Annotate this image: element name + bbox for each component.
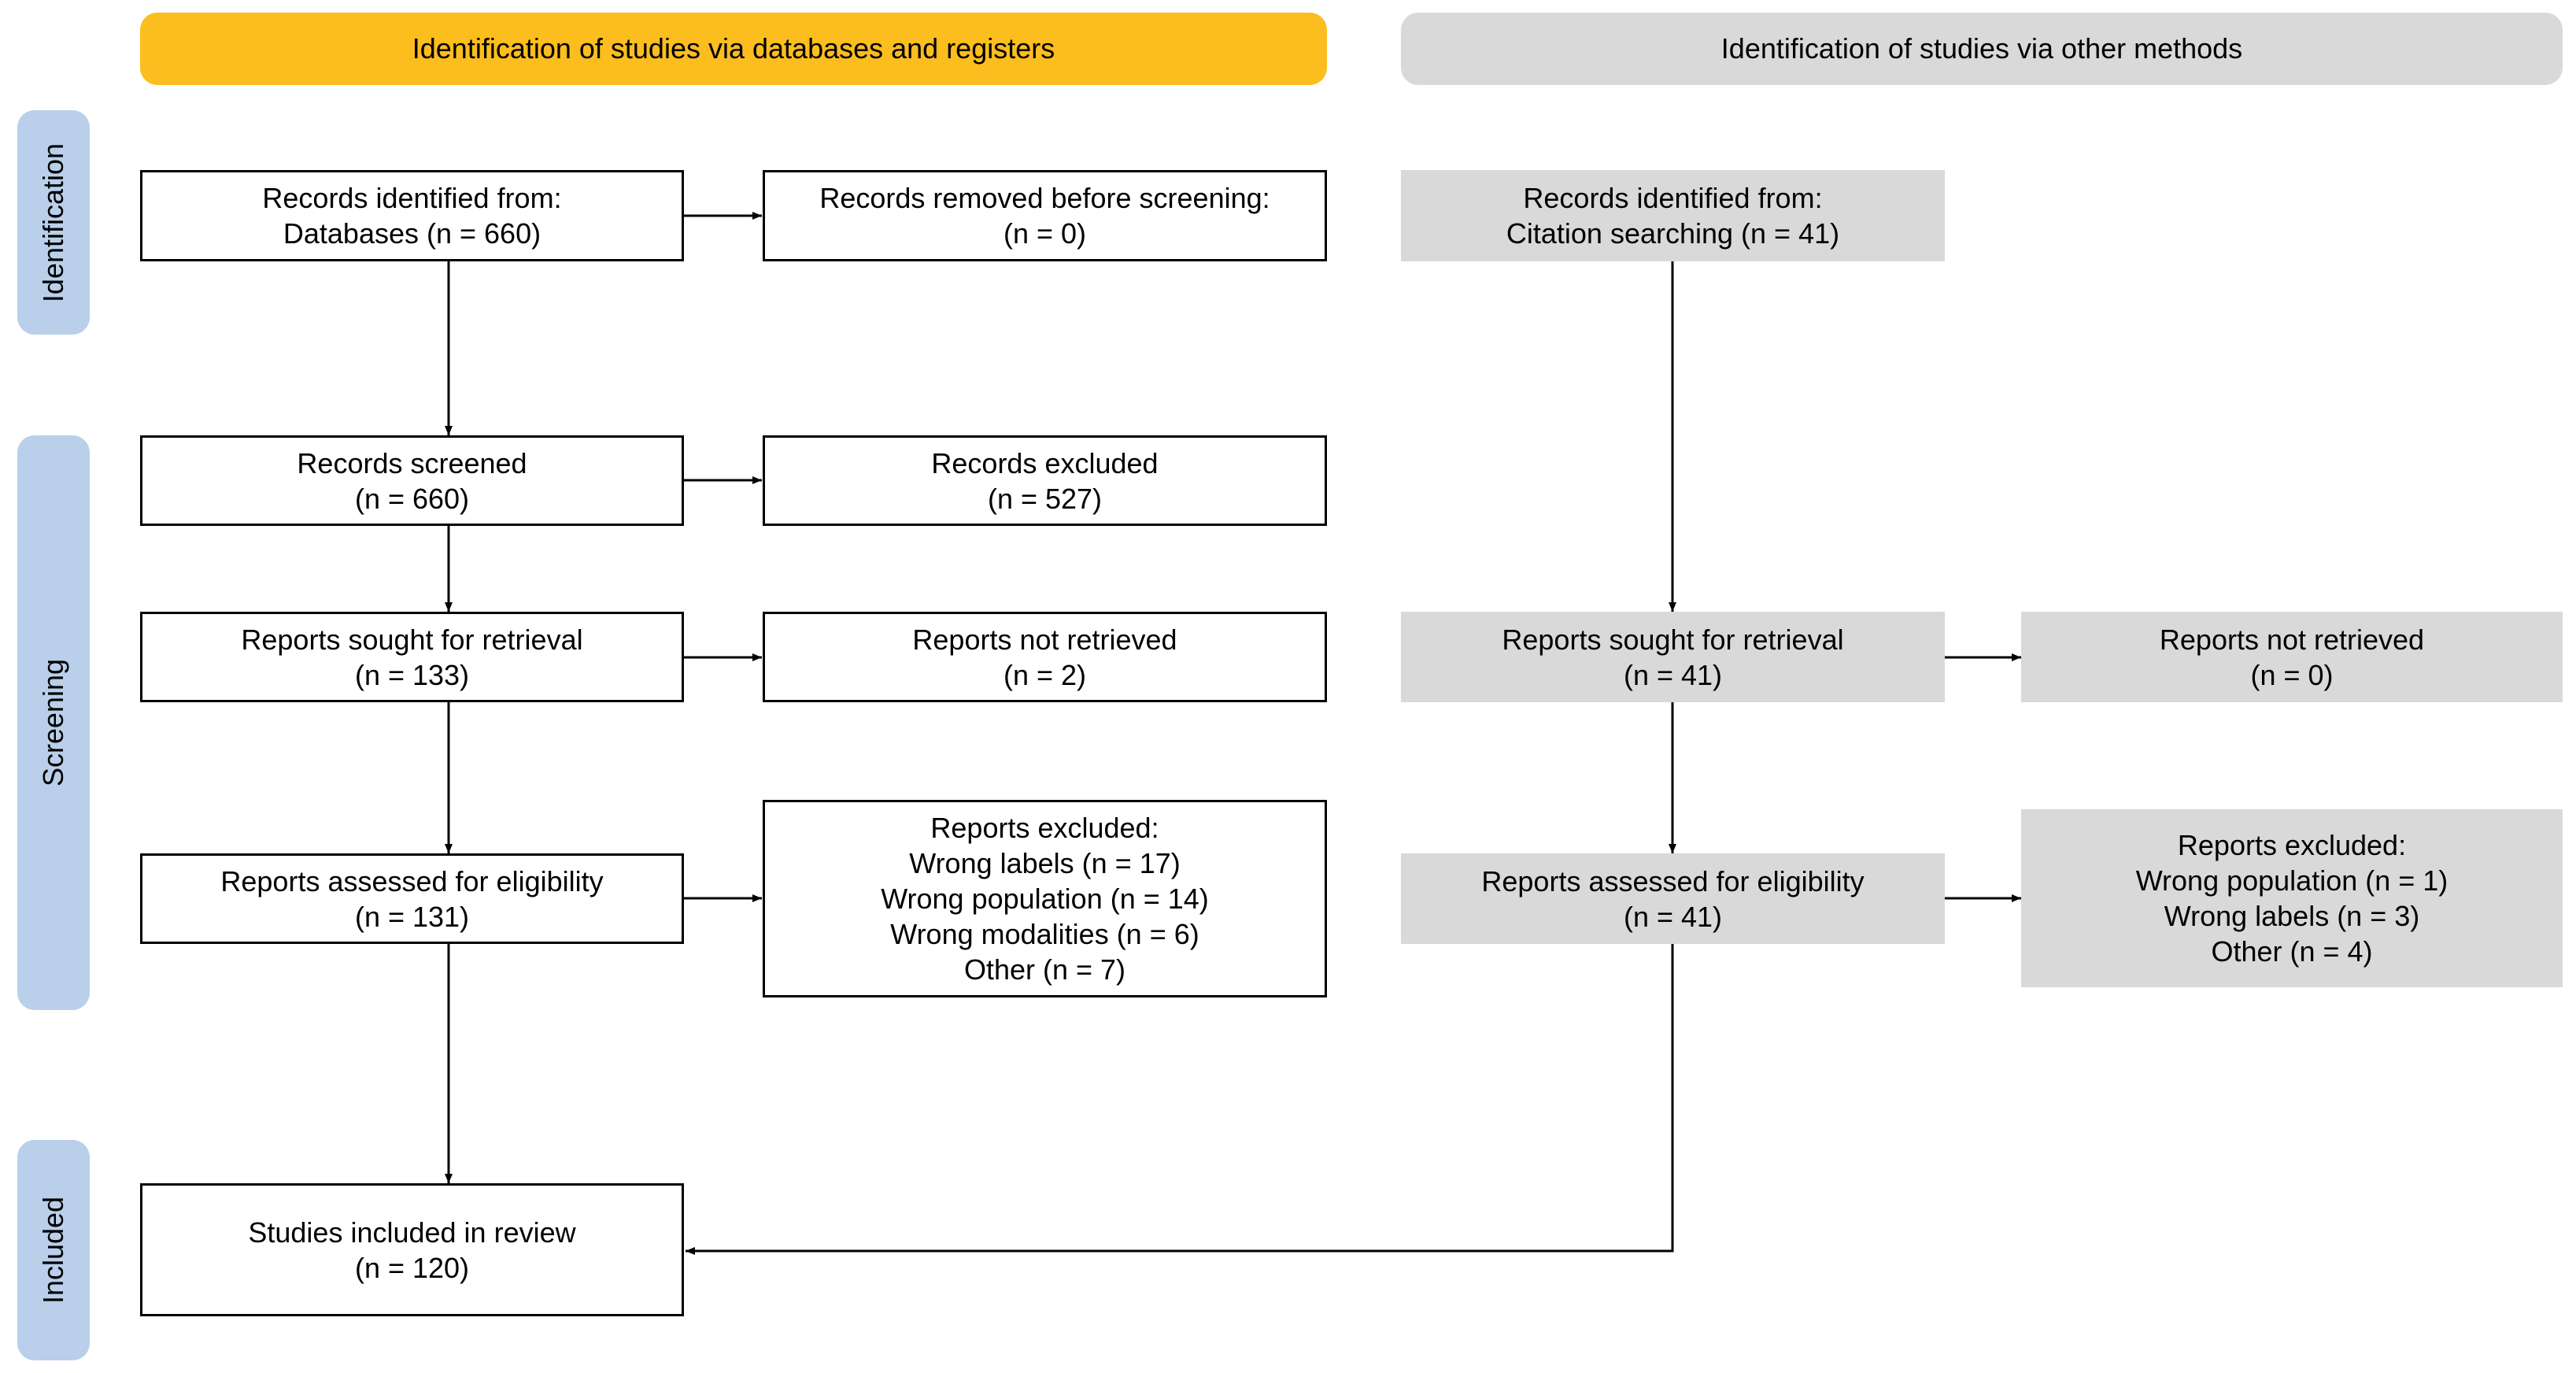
other-methods-column-header-text: Identification of studies via other meth… xyxy=(1720,32,2243,65)
phase-identification: Identification xyxy=(17,110,90,335)
box-count: (n = 41) xyxy=(1623,900,1723,933)
box-count: (n = 0) xyxy=(2250,658,2334,691)
box-title: Reports excluded: xyxy=(930,812,1159,844)
box-line: Records excluded xyxy=(931,446,1159,479)
box-line: Records identified from: xyxy=(262,182,562,214)
phase-included: Included xyxy=(17,1140,90,1360)
phase-included-label: Included xyxy=(37,1196,69,1305)
box-reports-excluded-databases: Reports excluded: Wrong labels (n = 17) … xyxy=(763,800,1327,997)
box-count: Citation searching (n = 41) xyxy=(1506,217,1840,250)
box-line: Reports not retrieved xyxy=(2159,623,2425,656)
box-count: (n = 41) xyxy=(1623,658,1723,691)
box-count: (n = 527) xyxy=(987,482,1103,515)
box-reports-sought-other: Reports sought for retrieval (n = 41) xyxy=(1401,612,1945,702)
databases-column-header-text: Identification of studies via databases … xyxy=(412,32,1055,65)
box-line: Records removed before screening: xyxy=(819,182,1270,214)
phase-screening: Screening xyxy=(17,435,90,1010)
box-line: Records identified from: xyxy=(1523,182,1823,214)
box-line: Records screened xyxy=(297,446,527,479)
box-records-screened: Records screened (n = 660) xyxy=(140,435,684,526)
box-count: (n = 120) xyxy=(354,1251,470,1284)
box-count: Databases (n = 660) xyxy=(283,217,541,250)
box-records-removed: Records removed before screening: (n = 0… xyxy=(763,170,1327,261)
box-records-identified-citation: Records identified from: Citation search… xyxy=(1401,170,1945,261)
box-reports-assessed-databases: Reports assessed for eligibility (n = 13… xyxy=(140,853,684,944)
box-count: (n = 2) xyxy=(1003,658,1087,691)
box-count: (n = 0) xyxy=(1003,217,1087,250)
box-studies-included: Studies included in review (n = 120) xyxy=(140,1183,684,1316)
box-records-identified-databases: Records identified from: Databases (n = … xyxy=(140,170,684,261)
box-reports-excluded-other: Reports excluded: Wrong population (n = … xyxy=(2021,809,2563,987)
databases-column-header: Identification of studies via databases … xyxy=(140,13,1327,85)
exclusion-reason: Other (n = 4) xyxy=(2211,935,2373,968)
box-reports-not-retrieved-databases: Reports not retrieved (n = 2) xyxy=(763,612,1327,702)
exclusion-reason: Wrong modalities (n = 6) xyxy=(890,918,1199,950)
exclusion-reason: Other (n = 7) xyxy=(963,953,1126,986)
box-line: Reports sought for retrieval xyxy=(241,623,583,656)
box-line: Reports assessed for eligibility xyxy=(1481,864,1865,897)
box-title: Reports excluded: xyxy=(2177,829,2407,861)
box-line: Reports assessed for eligibility xyxy=(220,864,604,897)
other-methods-column-header: Identification of studies via other meth… xyxy=(1401,13,2563,85)
exclusion-reason: Wrong population (n = 1) xyxy=(2135,864,2448,897)
box-count: (n = 133) xyxy=(354,658,470,691)
box-reports-assessed-other: Reports assessed for eligibility (n = 41… xyxy=(1401,853,1945,944)
box-reports-not-retrieved-other: Reports not retrieved (n = 0) xyxy=(2021,612,2563,702)
phase-identification-label: Identification xyxy=(37,142,69,302)
exclusion-reason: Wrong labels (n = 17) xyxy=(909,847,1181,879)
box-line: Reports sought for retrieval xyxy=(1502,623,1844,656)
box-count: (n = 131) xyxy=(354,900,470,933)
exclusion-reason: Wrong labels (n = 3) xyxy=(2164,900,2420,932)
box-records-excluded: Records excluded (n = 527) xyxy=(763,435,1327,526)
arrow-other-assessed-to-included xyxy=(686,944,1674,1255)
phase-screening-label: Screening xyxy=(37,658,69,787)
box-line: Studies included in review xyxy=(248,1216,576,1249)
box-line: Reports not retrieved xyxy=(912,623,1177,656)
box-reports-sought-databases: Reports sought for retrieval (n = 133) xyxy=(140,612,684,702)
box-count: (n = 660) xyxy=(354,482,470,515)
exclusion-reason: Wrong population (n = 14) xyxy=(881,883,1209,915)
